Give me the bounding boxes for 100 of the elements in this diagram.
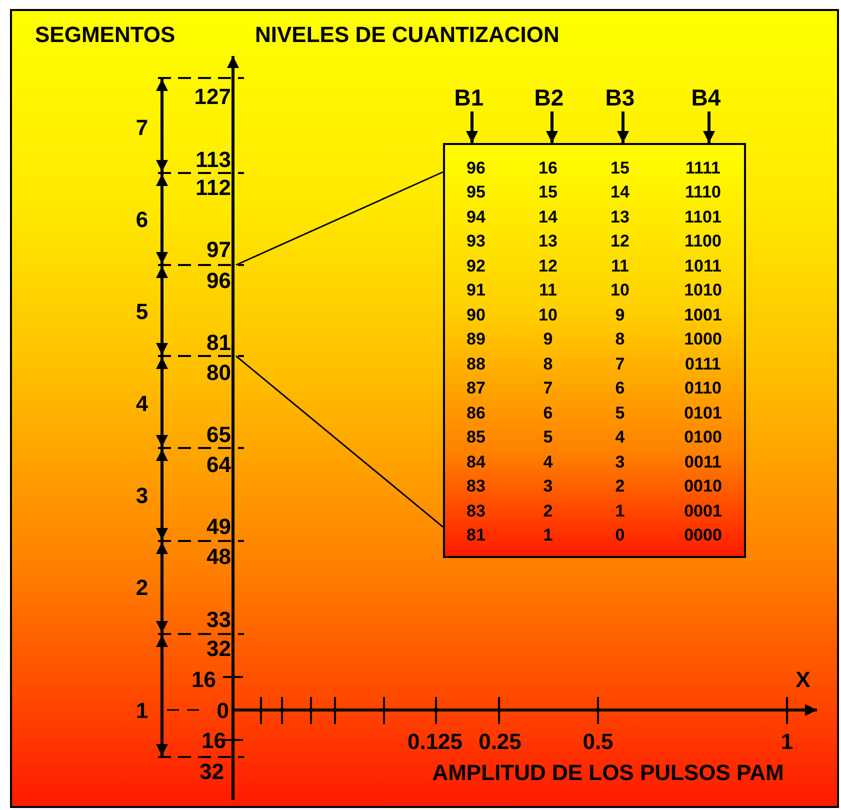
table-cell: 11 xyxy=(611,257,629,274)
table-cell: 2 xyxy=(543,502,553,520)
table-cell: 10 xyxy=(610,282,630,299)
table-cell: 1100 xyxy=(684,232,722,250)
table-cell: 10 xyxy=(538,306,558,324)
segment-number: 1 xyxy=(136,700,148,722)
table-cell: 15 xyxy=(538,184,558,201)
table-cell: 14 xyxy=(610,184,630,201)
table-cell: 16 xyxy=(538,160,558,176)
table-cell: 83 xyxy=(466,502,486,520)
table-cell: 3 xyxy=(615,453,625,470)
table-cell: 0101 xyxy=(684,404,722,422)
table-cell: 1010 xyxy=(684,282,722,299)
table-cell: 1 xyxy=(615,502,625,520)
table-cell: 81 xyxy=(466,526,486,544)
segment-number: 3 xyxy=(136,485,148,507)
table-cell: 15 xyxy=(610,160,630,176)
table-cell: 88 xyxy=(466,355,486,372)
table-cell: 1011 xyxy=(684,257,722,274)
tick-label: 81 xyxy=(206,332,231,354)
table-cell: 84 xyxy=(466,453,486,470)
axis-label: X xyxy=(796,669,810,691)
segment-number: 7 xyxy=(136,117,148,139)
tick-label: 48 xyxy=(206,546,231,568)
axis-title: AMPLITUD DE LOS PULSOS PAM xyxy=(432,762,784,784)
table-cell: 5 xyxy=(615,404,625,422)
table-cell: 95 xyxy=(466,184,486,201)
table-cell: 94 xyxy=(466,208,486,226)
table-cell: 1 xyxy=(543,526,553,544)
arrow xyxy=(617,112,629,143)
table-cell: 2 xyxy=(615,478,625,495)
table-cell: 0 xyxy=(615,526,625,544)
segment-number: 5 xyxy=(136,301,148,323)
tick-label: 0.5 xyxy=(582,731,614,753)
tick-label: 16 xyxy=(192,669,216,691)
table-cell: 9 xyxy=(543,330,553,348)
table-cell: 89 xyxy=(466,330,486,348)
table-cell: 13 xyxy=(610,208,630,226)
tick-label: 0 xyxy=(216,700,229,722)
tick-label: 1 xyxy=(780,731,794,753)
table-cell: 8 xyxy=(615,330,625,348)
table-cell: 9 xyxy=(615,306,625,324)
tick-label: 16 xyxy=(202,730,226,752)
column-header: B3 xyxy=(605,86,635,110)
tick-label: 80 xyxy=(206,362,231,384)
table-cell: 1111 xyxy=(686,160,720,176)
table-cell: 90 xyxy=(466,306,486,324)
tick-label: 127 xyxy=(194,86,231,108)
table-cell: 1001 xyxy=(684,306,722,324)
table-cell: 85 xyxy=(466,428,486,446)
table-cell: 7 xyxy=(543,380,553,397)
table-cell: 6 xyxy=(615,380,625,397)
table-cell: 0110 xyxy=(684,380,722,397)
table-cell: 13 xyxy=(538,232,558,250)
table-cell: 87 xyxy=(466,380,486,397)
tick-label: 65 xyxy=(206,424,231,446)
table-cell: 1110 xyxy=(685,184,721,201)
arrow xyxy=(703,112,715,143)
axis-title: SEGMENTOS xyxy=(35,24,176,46)
segment-number: 6 xyxy=(136,209,148,231)
tick-label: 113 xyxy=(196,149,231,171)
leader-line xyxy=(236,355,444,528)
table-cell: 4 xyxy=(615,428,625,446)
table-cell: 12 xyxy=(610,232,630,250)
table-cell: 83 xyxy=(466,478,486,495)
table-cell: 0011 xyxy=(684,453,722,470)
table-cell: 0010 xyxy=(684,478,722,495)
table-cell: 91 xyxy=(466,282,486,299)
tick-label: 49 xyxy=(206,516,231,538)
table-cell: 7 xyxy=(615,355,625,372)
tick-label: 0.25 xyxy=(478,731,522,753)
table-cell: 8 xyxy=(543,355,553,372)
table-cell: 4 xyxy=(543,453,553,470)
table-cell: 12 xyxy=(538,257,558,274)
table-cell: 14 xyxy=(538,208,558,226)
table-cell: 11 xyxy=(539,282,557,299)
leader-line xyxy=(236,171,444,266)
tick-label: 32 xyxy=(200,761,224,783)
table-cell: 1000 xyxy=(684,330,722,348)
axis-title: NIVELES DE CUANTIZACION xyxy=(255,24,560,46)
column-header: B4 xyxy=(691,86,721,110)
arrow xyxy=(546,112,558,143)
tick-label: 112 xyxy=(196,177,231,199)
tick-label: 32 xyxy=(206,638,231,660)
segment-number: 4 xyxy=(136,393,148,415)
table-cell: 93 xyxy=(466,232,486,250)
column-header: B1 xyxy=(454,86,484,110)
table-cell: 0100 xyxy=(684,428,722,446)
table-cell: 0000 xyxy=(684,526,722,544)
table-cell: 92 xyxy=(466,257,486,274)
table-cell: 5 xyxy=(543,428,553,446)
table-cell: 0111 xyxy=(685,355,721,372)
table-cell: 1101 xyxy=(684,208,722,226)
table-cell: 3 xyxy=(543,478,553,495)
tick-label: 97 xyxy=(206,239,231,261)
tick-label: 33 xyxy=(206,609,231,631)
table-cell: 86 xyxy=(466,404,486,422)
tick-label: 96 xyxy=(206,270,231,292)
column-header: B2 xyxy=(534,86,564,110)
arrow xyxy=(466,112,478,143)
